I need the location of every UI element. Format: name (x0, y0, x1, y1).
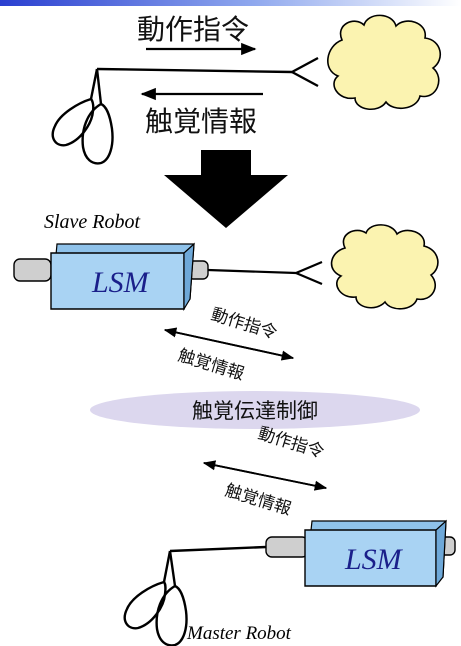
master-actuator-label: LSM (344, 543, 404, 576)
top-accent-bar (0, 0, 461, 6)
master-haptic-arrow (202, 460, 327, 489)
slave-haptic-info-label: 触覚情報 (176, 346, 247, 385)
top-haptic-info-label: 触覚情報 (145, 105, 257, 138)
master-forceps-icon (123, 545, 267, 646)
master-motion-command-label: 動作指令 (256, 424, 327, 463)
big-down-arrow (164, 150, 288, 228)
slave-actuator-label: LSM (91, 266, 151, 299)
slave-tissue-cloud-icon (330, 224, 439, 310)
top-forceps-icon (51, 56, 319, 165)
master-haptic-info-label: 触覚情報 (223, 481, 294, 520)
slave-actuator-icon (13, 242, 209, 312)
master-actuator-icon (265, 519, 456, 588)
slave-haptic-arrow (163, 327, 294, 359)
haptic-control-ellipse (90, 391, 420, 429)
slave-robot-caption: Slave Robot (44, 211, 141, 233)
master-robot-caption: Master Robot (186, 623, 292, 644)
slave-probe-icon (207, 260, 323, 286)
top-tissue-cloud-icon (327, 14, 442, 110)
haptic-control-label: 触覚伝達制御 (192, 399, 318, 423)
top-motion-command-label: 動作指令 (137, 13, 249, 46)
slave-motion-command-label: 動作指令 (209, 305, 280, 344)
